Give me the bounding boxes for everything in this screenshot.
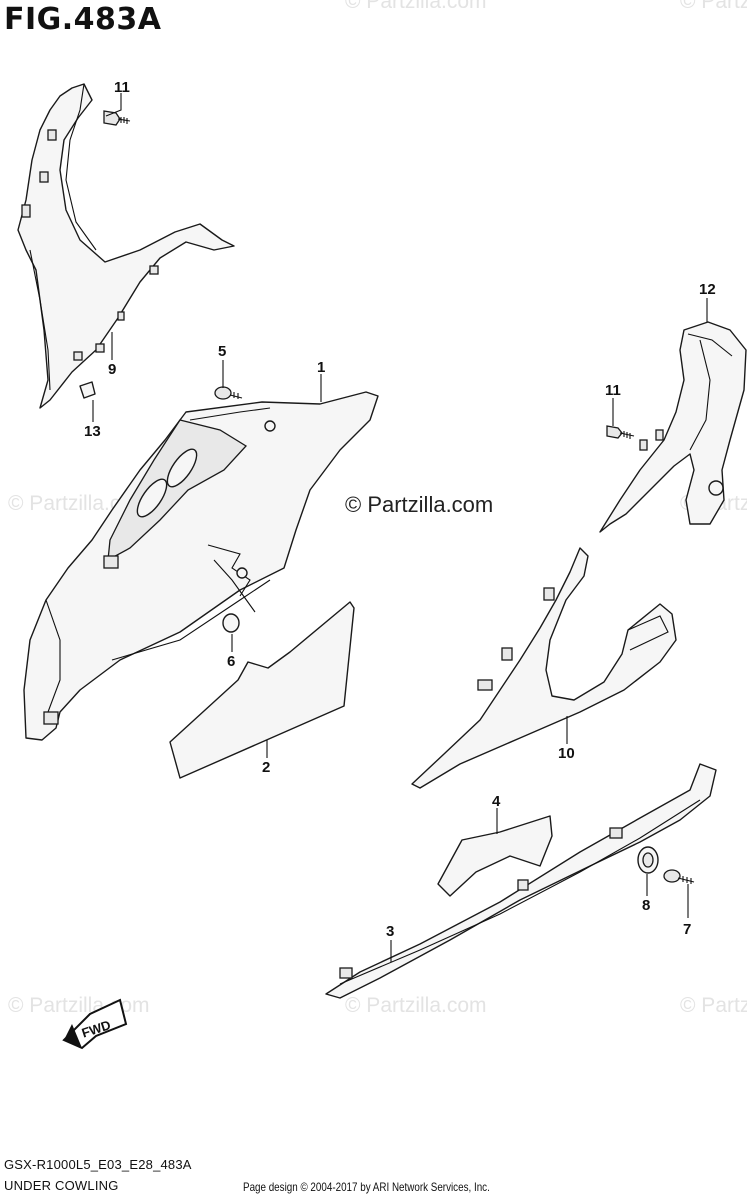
part-6-plug[interactable] bbox=[207, 544, 256, 633]
callout-5[interactable]: 5 bbox=[218, 343, 226, 360]
watermark-faint: © Partzilla.com bbox=[680, 994, 747, 1017]
part-7-bolt[interactable] bbox=[663, 869, 695, 884]
part-10-lower-panel[interactable] bbox=[411, 547, 677, 789]
callout-11-right[interactable]: 11 bbox=[605, 382, 621, 399]
figure-title: FIG.483A bbox=[4, 2, 162, 37]
callout-8[interactable]: 8 bbox=[642, 897, 650, 914]
callout-6[interactable]: 6 bbox=[227, 653, 235, 670]
part-12-inner-panel[interactable] bbox=[599, 321, 747, 533]
part-4-pad[interactable] bbox=[437, 815, 553, 897]
leader-lines bbox=[92, 93, 708, 962]
callout-11-top[interactable]: 11 bbox=[114, 79, 130, 96]
part-3-lower-strip[interactable] bbox=[325, 763, 717, 999]
part-11-screw-right[interactable] bbox=[606, 425, 635, 439]
part-2-pad[interactable] bbox=[169, 601, 355, 779]
watermark-main: © Partzilla.com bbox=[345, 492, 493, 517]
section-name: UNDER COWLING bbox=[4, 1178, 119, 1193]
part-11-screw-top[interactable] bbox=[103, 110, 131, 126]
watermark-faint: © Partzilla.com bbox=[8, 994, 150, 1017]
model-code: GSX-R1000L5_E03_E28_483A bbox=[4, 1157, 192, 1172]
watermark-faint: © Partzilla.com bbox=[345, 994, 487, 1017]
callout-9[interactable]: 9 bbox=[108, 361, 116, 378]
part-13-clip[interactable] bbox=[79, 381, 96, 399]
callout-12[interactable]: 12 bbox=[699, 281, 716, 298]
callout-2[interactable]: 2 bbox=[262, 759, 270, 776]
copyright-credit: Page design © 2004-2017 by ARI Network S… bbox=[243, 1180, 490, 1194]
part-9-inner-panel[interactable] bbox=[17, 83, 235, 409]
callout-4[interactable]: 4 bbox=[492, 793, 501, 810]
part-8-grommet[interactable] bbox=[637, 846, 659, 874]
callout-7[interactable]: 7 bbox=[683, 921, 691, 938]
callout-1[interactable]: 1 bbox=[317, 359, 325, 376]
watermark-faint: © Partzilla.com bbox=[345, 0, 487, 13]
part-1-under-cowling[interactable] bbox=[23, 391, 379, 741]
callout-10[interactable]: 10 bbox=[558, 745, 575, 762]
callout-3[interactable]: 3 bbox=[386, 923, 394, 940]
watermark-faint: © Partzilla.com bbox=[680, 0, 747, 13]
callout-13[interactable]: 13 bbox=[84, 423, 101, 440]
part-5-bolt[interactable] bbox=[214, 386, 243, 400]
